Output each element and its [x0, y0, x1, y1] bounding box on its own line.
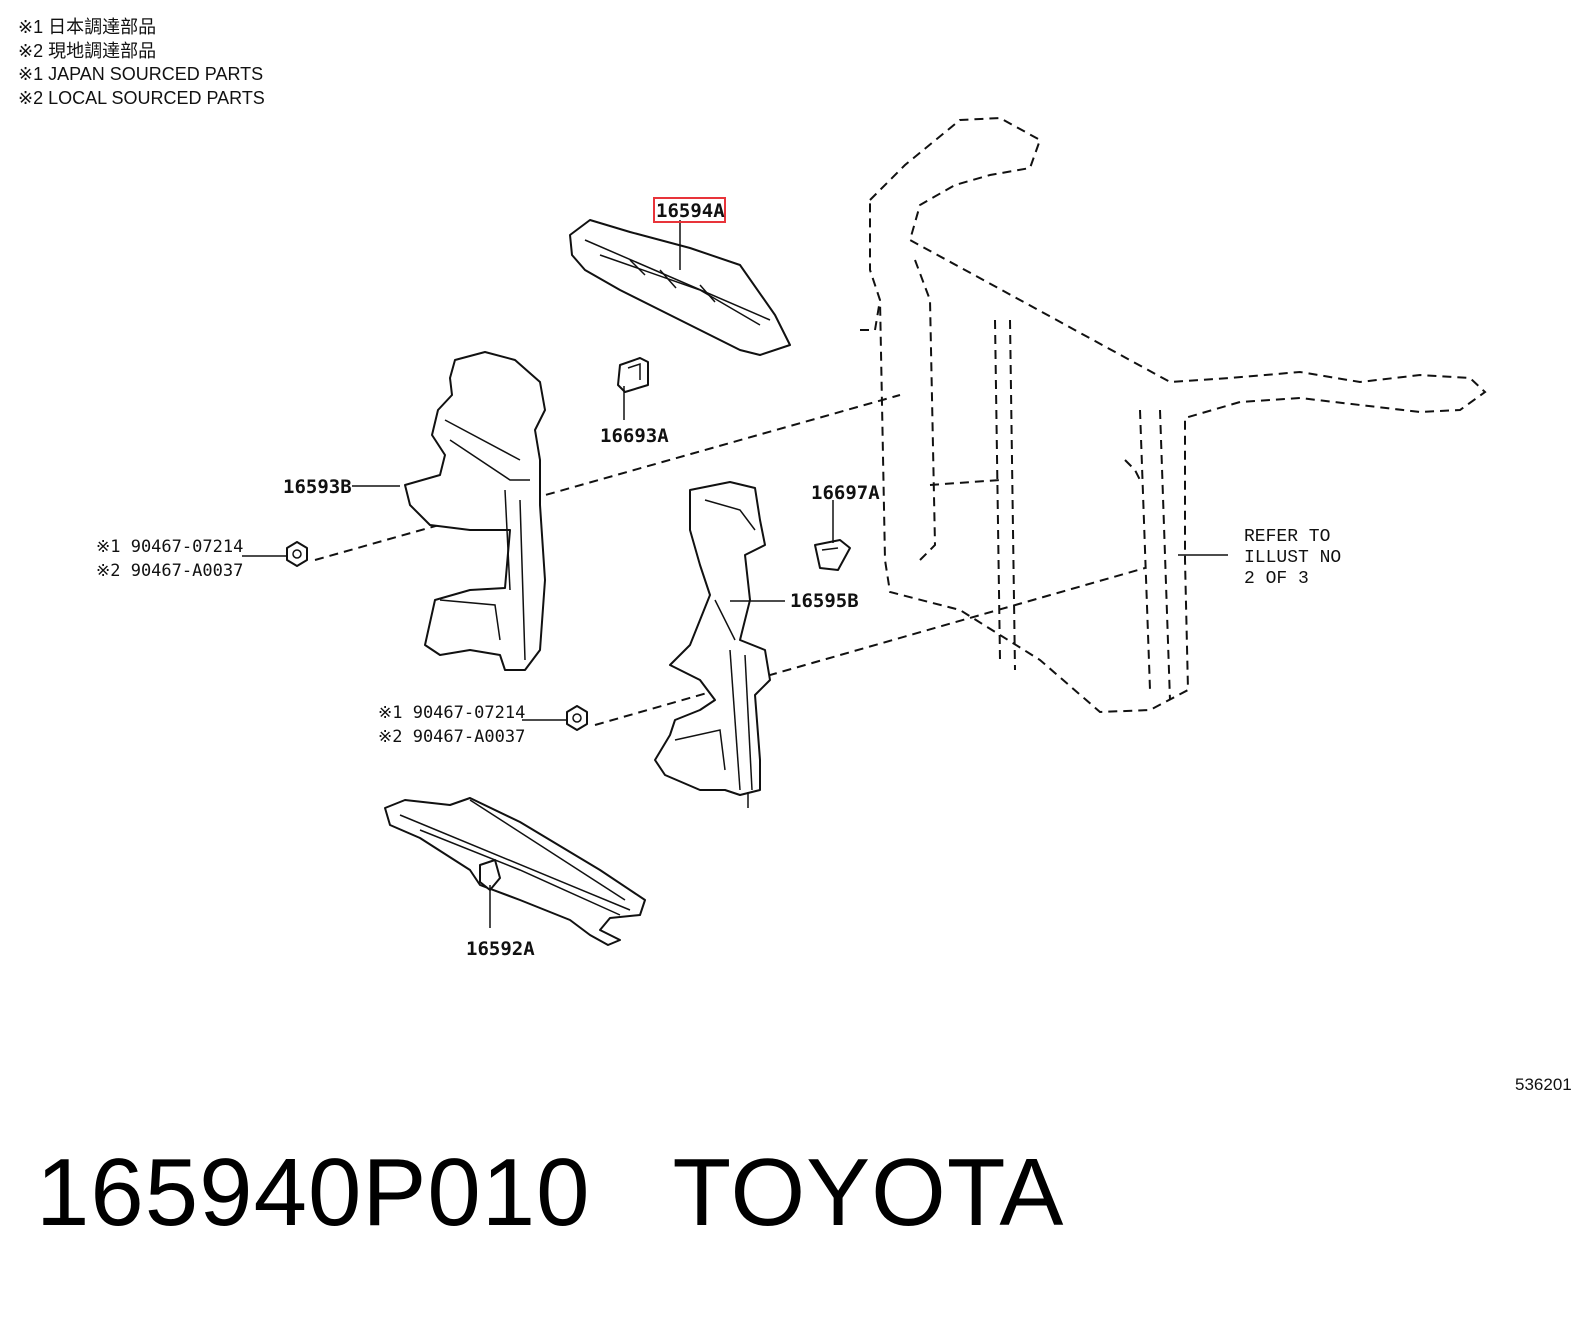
legend-japan-en: ※1 JAPAN SOURCED PARTS: [18, 64, 264, 84]
label-bolt-upper-local: ※2 90467-A0037: [96, 561, 243, 581]
clip-part-16697A: [814, 539, 851, 571]
upper-seal-part-16594A: [569, 219, 791, 356]
label-bolt-upper-japan: ※1 90467-07214: [96, 537, 243, 557]
sourcing-legend: ※1 日本調達部品 ※2 現地調達部品 ※1 JAPAN SOURCED PAR…: [18, 16, 265, 110]
right-side-seal-part-16595B: [654, 481, 771, 808]
label-16693A: 16693A: [600, 425, 669, 447]
brand-name: TOYOTA: [672, 1139, 1065, 1246]
label-16593B: 16593B: [283, 476, 352, 498]
label-bolt-lower-local: ※2 90467-A0037: [378, 727, 525, 747]
legend-local-en: ※2 LOCAL SOURCED PARTS: [18, 87, 265, 108]
refer-line-1: REFER TO: [1244, 527, 1330, 547]
left-side-seal-part-16593B: [404, 351, 546, 671]
label-16594A: 16594A: [656, 200, 725, 222]
highlight-box-16594A: [653, 197, 726, 223]
refer-line-3: 2 OF 3: [1244, 569, 1309, 589]
locator-line-right: [594, 567, 1146, 726]
part-number: 165940P010: [36, 1139, 591, 1246]
label-16697A: 16697A: [811, 482, 880, 504]
radiator-support-outline: [860, 116, 1487, 714]
figure-number: 536201: [1515, 1075, 1572, 1094]
legend-japan-jp: ※1 日本調達部品: [18, 17, 157, 37]
locator-line-left: [314, 394, 901, 561]
bolt-upper: [286, 541, 308, 567]
part-title: 165940P010 TOYOTA: [36, 1138, 1146, 1248]
lower-seal-part-16592A: [384, 797, 646, 946]
clip-part-16693A: [617, 357, 649, 393]
label-16595B: 16595B: [790, 590, 859, 612]
refer-line-2: ILLUST NO: [1244, 548, 1341, 568]
label-bolt-lower-japan: ※1 90467-07214: [378, 703, 525, 723]
legend-local-jp: ※2 現地調達部品: [18, 40, 157, 61]
bolt-lower: [566, 705, 588, 731]
label-16592A: 16592A: [466, 938, 535, 960]
